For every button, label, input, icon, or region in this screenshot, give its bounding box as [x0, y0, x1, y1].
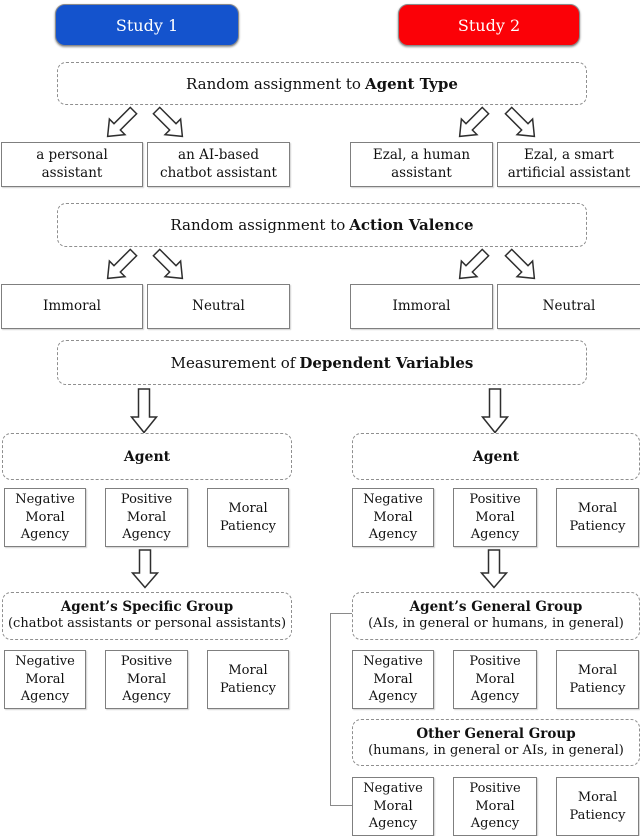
agent-target-study1: Agent	[2, 433, 292, 480]
measure-negative-moral-agency: Negative Moral Agency	[352, 488, 434, 547]
condition-human-assistant: Ezal, a human assistant	[350, 142, 493, 187]
condition-chatbot-assistant: an AI-based chatbot assistant	[147, 142, 290, 187]
arrow-down-icon	[130, 549, 160, 589]
group-specific-title: Agent’s Specific Group	[60, 599, 234, 616]
stage-action-valence-prefix: Random assignment to	[170, 216, 346, 234]
arrow-down-left-icon	[458, 106, 490, 138]
measure-positive-moral-agency: Positive Moral Agency	[453, 650, 537, 709]
stage-agent-type-prefix: Random assignment to	[186, 74, 361, 93]
stage-dependent-variables-prefix: Measurement of	[170, 353, 296, 372]
condition-neutral-study2: Neutral	[497, 284, 640, 329]
bracket-connector	[330, 613, 352, 806]
arrow-down-right-icon	[152, 248, 184, 280]
group-other-general: Other General Group (humans, in general …	[352, 719, 640, 766]
stage-dependent-variables-emphasis: Dependent Variables	[299, 353, 474, 372]
measure-positive-moral-agency: Positive Moral Agency	[453, 777, 537, 836]
study2-badge: Study 2	[398, 4, 580, 46]
arrow-down-right-icon	[504, 248, 536, 280]
group-specific: Agent’s Specific Group (chatbot assistan…	[2, 592, 292, 640]
measure-moral-patiency: Moral Patiency	[556, 777, 639, 836]
measure-moral-patiency: Moral Patiency	[556, 488, 639, 547]
arrow-down-left-icon	[106, 248, 138, 280]
arrow-down-left-icon	[458, 248, 490, 280]
measure-moral-patiency: Moral Patiency	[556, 650, 639, 709]
measure-negative-moral-agency: Negative Moral Agency	[4, 488, 86, 547]
group-general-title: Agent’s General Group	[409, 599, 583, 616]
group-general: Agent’s General Group (AIs, in general o…	[352, 592, 640, 640]
measure-positive-moral-agency: Positive Moral Agency	[453, 488, 537, 547]
measure-positive-moral-agency: Positive Moral Agency	[105, 650, 188, 709]
arrow-down-right-icon	[152, 106, 184, 138]
condition-immoral-study1: Immoral	[1, 284, 143, 329]
condition-artificial-assistant: Ezal, a smart artificial assistant	[497, 142, 640, 187]
arrow-down-icon	[480, 388, 510, 434]
arrow-down-icon	[479, 549, 509, 589]
measure-negative-moral-agency: Negative Moral Agency	[352, 777, 434, 836]
measure-positive-moral-agency: Positive Moral Agency	[105, 488, 188, 547]
stage-agent-type: Random assignment to Agent Type	[57, 62, 587, 105]
arrow-down-left-icon	[106, 106, 138, 138]
measure-negative-moral-agency: Negative Moral Agency	[4, 650, 86, 709]
arrow-down-right-icon	[504, 106, 536, 138]
stage-dependent-variables: Measurement of Dependent Variables	[57, 340, 587, 385]
agent-target-study2: Agent	[352, 433, 640, 480]
condition-neutral-study1: Neutral	[147, 284, 290, 329]
stage-action-valence: Random assignment to Action Valence	[57, 203, 587, 247]
measure-negative-moral-agency: Negative Moral Agency	[352, 650, 434, 709]
condition-personal-assistant: a personal assistant	[1, 142, 143, 187]
group-other-general-subtitle: (humans, in general or AIs, in general)	[368, 742, 624, 758]
measure-moral-patiency: Moral Patiency	[207, 488, 289, 547]
group-other-general-title: Other General Group	[416, 725, 576, 742]
study1-badge: Study 1	[55, 4, 239, 46]
measure-moral-patiency: Moral Patiency	[207, 650, 289, 709]
arrow-down-icon	[129, 388, 159, 434]
condition-immoral-study2: Immoral	[350, 284, 493, 329]
group-specific-subtitle: (chatbot assistants or personal assistan…	[7, 616, 287, 632]
stage-action-valence-emphasis: Action Valence	[349, 216, 474, 234]
stage-agent-type-emphasis: Agent Type	[364, 74, 458, 93]
group-general-subtitle: (AIs, in general or humans, in general)	[368, 616, 624, 632]
